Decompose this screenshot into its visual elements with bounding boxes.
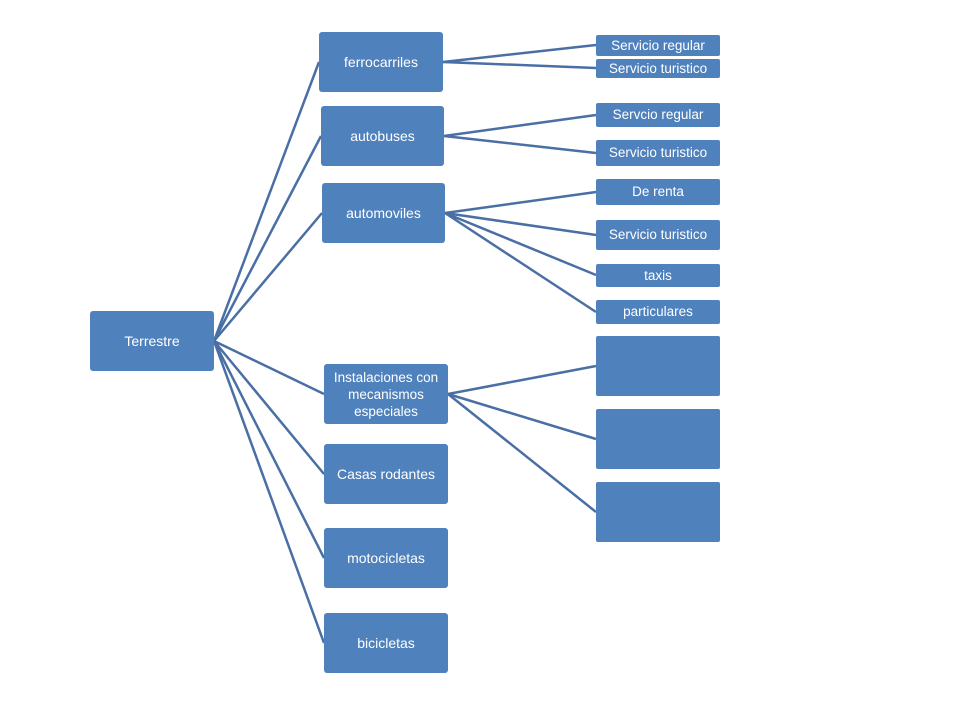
connector-instalaciones-leaf-1 (447, 364, 597, 396)
node-automoviles[interactable]: automoviles (322, 183, 445, 243)
node-terrestre[interactable]: Terrestre (90, 311, 214, 371)
leaf-ferrocarriles-servicio-regular[interactable]: Servicio regular (596, 35, 720, 56)
leaf-autobuses-servicio-turistico[interactable]: Servicio turistico (596, 140, 720, 166)
connector-ferrocarriles-leaf-1 (442, 43, 597, 64)
connector-autobuses-leaf-1 (443, 113, 597, 138)
connector-root-autobuses (212, 135, 323, 342)
leaf-automoviles-particulares[interactable]: particulares (596, 300, 720, 324)
node-motocicletas[interactable]: motocicletas (324, 528, 448, 588)
leaf-instalaciones-blank-2[interactable] (596, 409, 720, 469)
connector-ferrocarriles-leaf-2 (442, 60, 597, 70)
connector-root-automoviles (213, 212, 323, 342)
node-instalaciones[interactable]: Instalaciones con mecanismos especiales (324, 364, 448, 424)
leaf-automoviles-servicio-turistico[interactable]: Servicio turistico (596, 220, 720, 250)
node-autobuses[interactable]: autobuses (321, 106, 444, 166)
leaf-automoviles-de-renta[interactable]: De renta (596, 179, 720, 205)
connector-root-casas-rodantes (213, 340, 325, 475)
connector-root-bicicletas (212, 340, 326, 644)
leaf-automoviles-taxis[interactable]: taxis (596, 264, 720, 287)
connector-instalaciones-leaf-3 (447, 393, 597, 513)
node-casas-rodantes[interactable]: Casas rodantes (324, 444, 448, 504)
leaf-instalaciones-blank-3[interactable] (596, 482, 720, 542)
connector-root-instalaciones (213, 339, 325, 396)
node-ferrocarriles[interactable]: ferrocarriles (319, 32, 443, 92)
connector-instalaciones-leaf-2 (447, 392, 597, 441)
connector-automoviles-leaf-4 (444, 211, 597, 314)
leaf-ferrocarriles-servicio-turistico[interactable]: Servicio turistico (596, 59, 720, 78)
leaf-instalaciones-blank-1[interactable] (596, 336, 720, 396)
connector-root-ferrocarriles (212, 61, 321, 342)
leaf-autobuses-servcio-regular[interactable]: Servcio regular (596, 103, 720, 127)
connector-automoviles-leaf-3 (444, 211, 597, 277)
connector-root-motocicletas (212, 340, 326, 559)
connector-automoviles-leaf-1 (444, 190, 597, 215)
node-bicicletas[interactable]: bicicletas (324, 613, 448, 673)
connector-automoviles-leaf-2 (444, 211, 597, 237)
connector-autobuses-leaf-2 (443, 134, 597, 155)
